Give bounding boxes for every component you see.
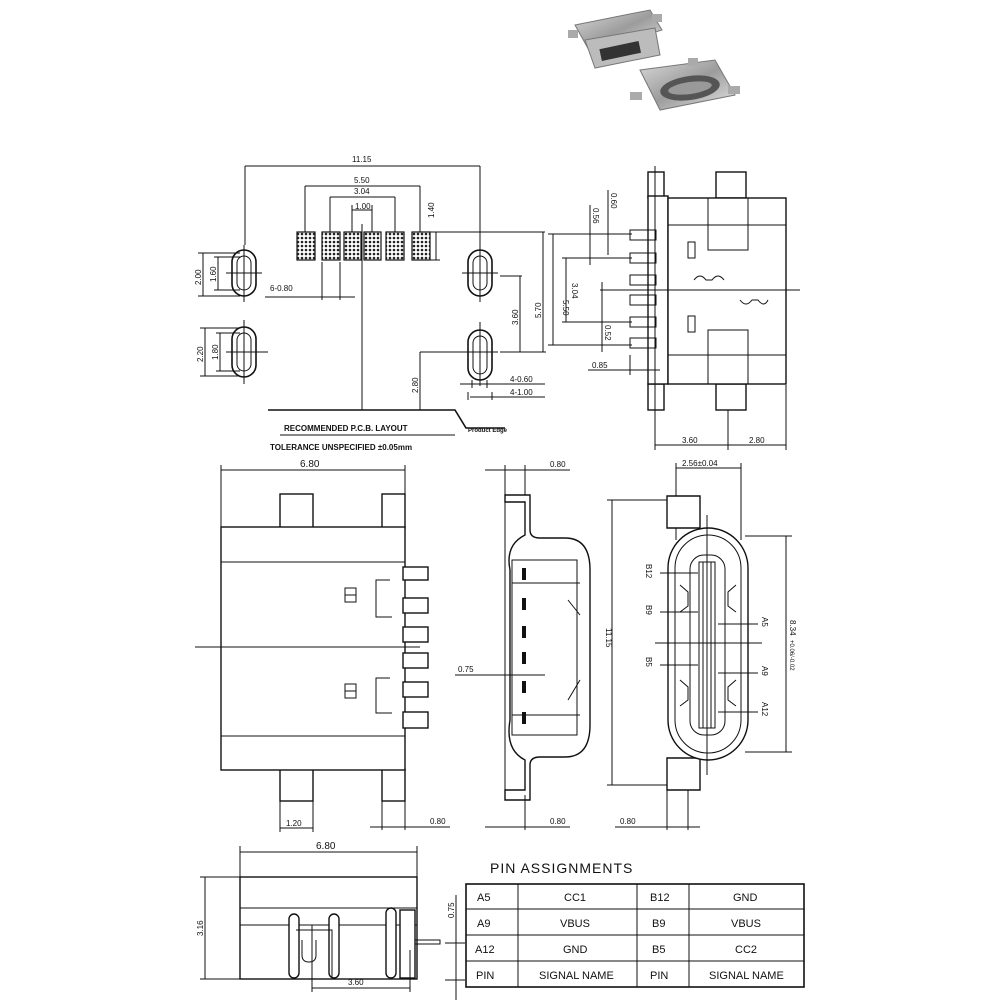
header-signal: SIGNAL NAME (539, 970, 614, 982)
cell-signal: VBUS (560, 918, 590, 930)
cell-pin: A9 (477, 918, 490, 930)
table-row: A9 VBUS B9 VBUS (477, 918, 761, 930)
dim-end-height-tol: +0.06/-0.02 (788, 640, 794, 671)
tolerance-note: TOLERANCE UNSPECIFIED ±0.05mm (270, 443, 412, 452)
product-photo (568, 9, 740, 111)
bottom-view: 6.80 3.16 3.60 0.75 (196, 841, 465, 1000)
dim-slot-w-outer: 4-1.00 (510, 388, 533, 397)
pin-label-a12: A12 (760, 702, 769, 717)
dim-slot1-inner: 1.60 (209, 266, 218, 282)
dim-front-tab: 1.20 (286, 819, 302, 828)
dim-top-360: 3.60 (682, 436, 698, 445)
cell-pin: A12 (475, 944, 495, 956)
pin-label-a9: A9 (760, 666, 769, 676)
cell-pin: A5 (477, 892, 490, 904)
pcb-layout-title: RECOMMENDED P.C.B. LAYOUT (284, 424, 408, 433)
table-row: A5 CC1 B12 GND (477, 892, 758, 904)
header-pin: PIN (650, 970, 668, 982)
dim-bottom-width: 6.80 (316, 841, 336, 852)
side-view-contacts (522, 568, 526, 724)
dim-side-bottom: 0.80 (550, 817, 566, 826)
pcb-layout-view: 11.15 5.50 3.04 1.00 1.40 (194, 155, 546, 452)
dim-bottom-pitch: 3.60 (348, 978, 364, 987)
connector-photo-front (630, 58, 740, 111)
dim-front-pin: 0.80 (430, 817, 446, 826)
cell-signal: CC1 (564, 892, 586, 904)
front-view-pins (402, 566, 429, 729)
dim-pad-width: 6-0.80 (270, 284, 293, 293)
dim-top-085: 0.85 (592, 361, 608, 370)
product-edge-label: Product Edge (468, 428, 508, 434)
cell-signal: GND (563, 944, 588, 956)
pad (363, 231, 382, 261)
dim-pad-len: 1.40 (427, 202, 436, 218)
pad (321, 231, 341, 261)
dim-slot2-inner: 1.80 (211, 344, 220, 360)
cell-signal: VBUS (731, 918, 761, 930)
table-header-row: PIN SIGNAL NAME PIN SIGNAL NAME (476, 970, 784, 982)
dim-end-bottom: 0.80 (620, 817, 636, 826)
cell-pin: B9 (652, 918, 665, 930)
dim-end-width: 2.56±0.04 (682, 459, 718, 468)
connector-photo-back (568, 9, 663, 69)
pad (343, 231, 362, 261)
dim-side-top: 0.80 (550, 460, 566, 469)
end-view: 2.56±0.04 11.15 B12 B9 B5 A5 A9 A12 8.34… (604, 459, 797, 830)
dim-top-304: 3.04 (570, 283, 579, 299)
dim-top-280: 2.80 (749, 436, 765, 445)
pad (411, 231, 431, 261)
slot-holes (226, 244, 498, 386)
pin-label-b9: B9 (644, 605, 653, 615)
dim-edge-offset: 2.80 (411, 377, 420, 393)
dim-slot1-outer: 2.00 (194, 269, 203, 285)
cell-signal: GND (733, 892, 758, 904)
dim-side-offset: 0.75 (458, 665, 474, 674)
top-view: 5.50 3.04 0.60 0.56 0.52 0.85 3.60 2.80 (548, 166, 800, 450)
pin-label-a5: A5 (760, 617, 769, 627)
dim-overall: 11.15 (352, 155, 372, 164)
table-row: A12 GND B5 CC2 (475, 944, 757, 956)
dim-front-width: 6.80 (300, 459, 320, 470)
dim-end-length: 11.15 (604, 628, 613, 648)
header-pin: PIN (476, 970, 494, 982)
pad (296, 231, 316, 261)
cell-signal: CC2 (735, 944, 757, 956)
dim-top-056: 0.56 (591, 208, 600, 224)
pin-table-title: PIN ASSIGNMENTS (490, 860, 633, 876)
dim-bottom-height: 3.16 (196, 920, 205, 936)
dim-top-052: 0.52 (603, 325, 612, 341)
dim-bottom-offset: 0.75 (447, 902, 456, 918)
dim-end-height: 8.34 (788, 620, 797, 636)
dim-top-060: 0.60 (609, 193, 618, 209)
cell-pin: B12 (650, 892, 670, 904)
header-signal: SIGNAL NAME (709, 970, 784, 982)
pad (385, 231, 405, 261)
side-view: 0.80 0.75 0.80 (455, 460, 591, 830)
front-view: 6.80 1.20 0.80 (195, 459, 450, 832)
pin-assignments-table: PIN ASSIGNMENTS A5 CC1 B12 GND A9 VBUS B… (465, 860, 805, 988)
dim-slot2-outer: 2.20 (196, 346, 205, 362)
cell-pin: B5 (652, 944, 665, 956)
dim-inner-span: 3.04 (354, 187, 370, 196)
pin-label-b5: B5 (644, 657, 653, 667)
pin-label-b12: B12 (644, 564, 653, 579)
dim-pitch: 1.00 (355, 202, 371, 211)
dim-slot-pitch: 3.60 (511, 309, 520, 325)
dim-pad-to-slot: 5.70 (534, 302, 543, 318)
dim-slot-w-inner: 4-0.60 (510, 375, 533, 384)
smd-pads (296, 231, 431, 261)
dim-pad-span: 5.50 (354, 176, 370, 185)
